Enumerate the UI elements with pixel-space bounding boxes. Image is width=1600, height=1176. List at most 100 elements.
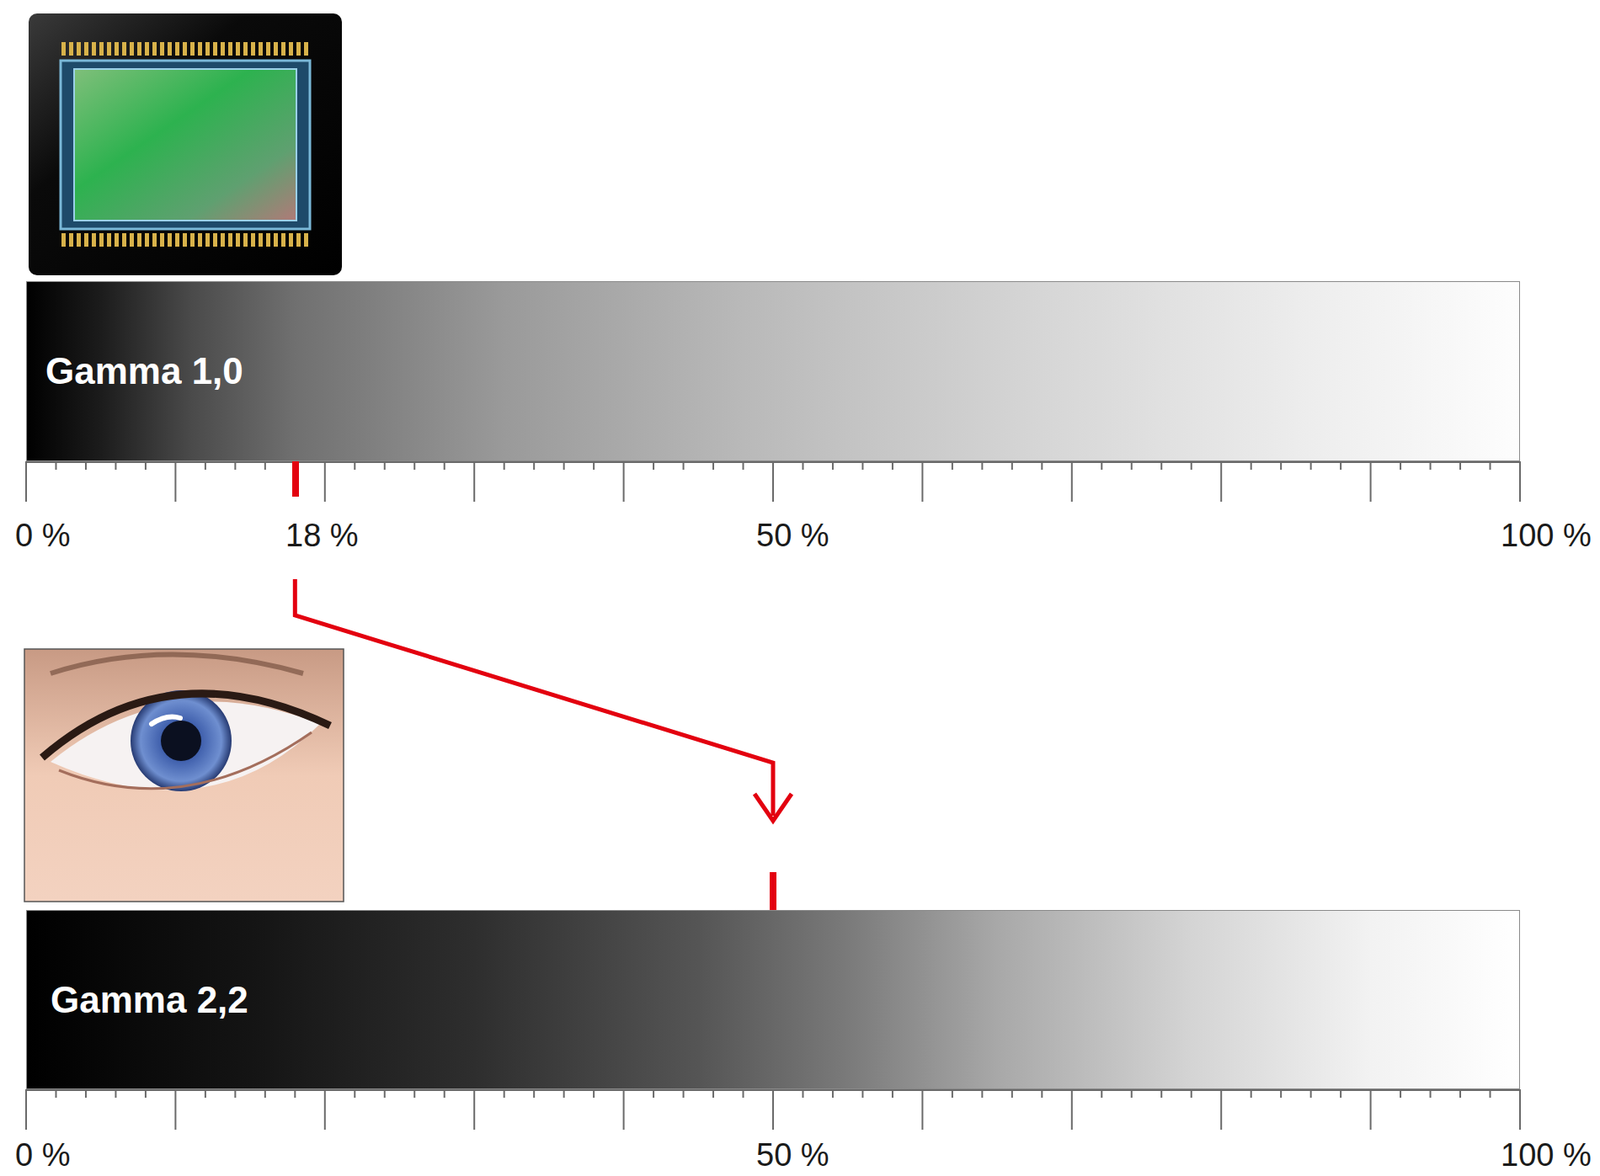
tick: [264, 1089, 267, 1099]
tick: [473, 461, 475, 502]
tick: [891, 461, 894, 470]
tick: [1459, 1089, 1462, 1099]
arrow-head: [754, 794, 792, 822]
tick: [1310, 461, 1312, 470]
tick: [1399, 461, 1402, 470]
tick: [353, 461, 356, 470]
tick: [114, 1089, 117, 1099]
percent-label: 0 %: [15, 1139, 70, 1172]
tick: [293, 1089, 296, 1099]
image-sensor: [28, 13, 342, 276]
percent-label: 18 %: [285, 519, 359, 552]
tick: [473, 1089, 475, 1131]
tick: [951, 1089, 954, 1099]
tick: [712, 1089, 715, 1099]
tick: [1429, 1089, 1432, 1099]
tick: [682, 461, 685, 470]
tick: [353, 1089, 356, 1099]
eye-photo: [24, 649, 344, 902]
tick: [1250, 1089, 1253, 1099]
tick: [1489, 461, 1492, 470]
tick: [384, 461, 386, 470]
tick: [1459, 461, 1462, 470]
tick: [1339, 461, 1342, 470]
tick: [801, 461, 804, 470]
percent-label: 100 %: [1500, 1139, 1592, 1172]
percent-label: 50 %: [756, 519, 830, 552]
tick: [533, 461, 535, 470]
tick: [682, 1089, 685, 1099]
tick: [623, 461, 625, 502]
tick: [324, 461, 326, 502]
tick: [234, 1089, 236, 1099]
tick: [503, 1089, 506, 1099]
tick: [981, 1089, 983, 1099]
tick: [1071, 1089, 1073, 1131]
tick: [891, 1089, 894, 1099]
tick: [174, 461, 176, 502]
tick: [144, 461, 147, 470]
percent-label: 0 %: [15, 519, 70, 552]
mapping-arrow: [294, 461, 792, 822]
tick: [1519, 461, 1521, 502]
tick: [114, 461, 117, 470]
tick: [324, 1089, 326, 1131]
tick: [742, 461, 745, 470]
tick: [861, 461, 864, 470]
tick: [1011, 1089, 1014, 1099]
tick: [25, 1089, 27, 1131]
tick: [1489, 1089, 1492, 1099]
percent-label: 50 %: [756, 1139, 830, 1172]
tick: [712, 461, 715, 470]
tick: [1250, 461, 1253, 470]
tick: [443, 1089, 446, 1099]
gradient-band: Gamma 2,2: [26, 910, 1520, 1090]
tick: [1339, 1089, 1342, 1099]
tick: [1280, 1089, 1282, 1099]
tick: [742, 1089, 745, 1099]
tick: [592, 1089, 595, 1099]
tick: [563, 461, 566, 470]
tick-scale: [26, 461, 1520, 1131]
tick: [772, 461, 774, 502]
tick: [772, 1089, 774, 1131]
tick: [204, 461, 207, 470]
tick: [921, 1089, 923, 1131]
tick: [1399, 1089, 1402, 1099]
tick: [623, 1089, 625, 1131]
tick: [85, 1089, 87, 1099]
tick: [1160, 1089, 1163, 1099]
tick: [503, 461, 506, 470]
tick: [1011, 461, 1014, 470]
tick: [1071, 461, 1073, 502]
tick: [1100, 1089, 1103, 1099]
tick: [1190, 1089, 1193, 1099]
tick: [652, 1089, 655, 1099]
band-title: Gamma 1,0: [45, 350, 244, 393]
tick: [1100, 461, 1103, 470]
tick: [1220, 1089, 1222, 1131]
tick: [1130, 1089, 1133, 1099]
tick: [861, 1089, 864, 1099]
tick: [1280, 461, 1282, 470]
percent-label: 100 %: [1500, 519, 1592, 552]
tick: [652, 461, 655, 470]
tick: [1370, 1089, 1372, 1131]
tick: [981, 461, 983, 470]
tick: [413, 461, 416, 470]
tick: [921, 461, 923, 502]
tick: [413, 1089, 416, 1099]
tick: [1040, 1089, 1043, 1099]
tick: [85, 461, 87, 470]
tick: [832, 461, 834, 470]
tick: [801, 1089, 804, 1099]
tick: [1519, 1089, 1521, 1131]
tick: [1190, 461, 1193, 470]
tick: [1429, 461, 1432, 470]
tick: [54, 461, 57, 470]
tick: [1040, 461, 1043, 470]
tick: [1310, 1089, 1312, 1099]
tick: [563, 1089, 566, 1099]
tick: [264, 461, 267, 470]
gradient-band: Gamma 1,0: [26, 281, 1520, 462]
